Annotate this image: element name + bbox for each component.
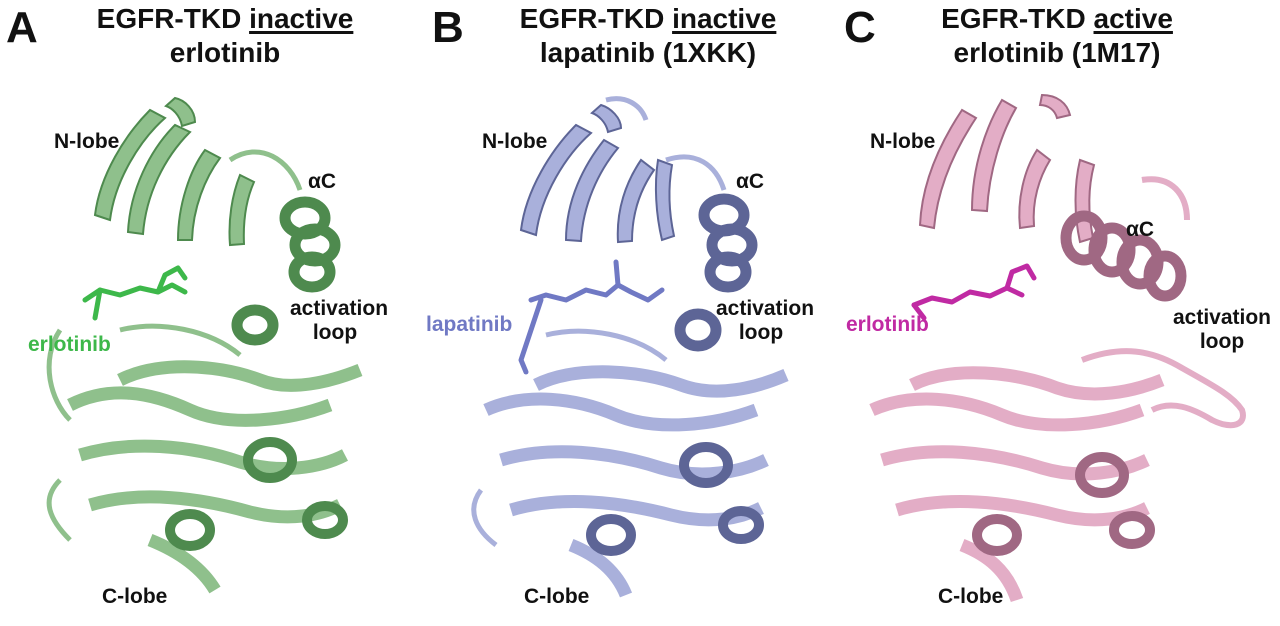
panel-a: A EGFR-TKD inactive erlotinib N-lobe αC … (0, 0, 426, 626)
ligand-a (82, 265, 188, 321)
activation-loop-c (1080, 176, 1246, 429)
c-lobe-label: C-lobe (524, 585, 590, 608)
protein-structure-a (46, 96, 363, 594)
c-lobe-coils-c (972, 452, 1155, 556)
activation-label-line1: activation (716, 297, 815, 320)
panel-letter: B (432, 3, 464, 52)
activation-loop-label: activation loop (290, 297, 388, 345)
loops-b (471, 96, 727, 547)
activation-label-line1: activation (1172, 306, 1272, 329)
activation-loop-label: activation loop (1172, 306, 1272, 354)
ligand-c (911, 263, 1037, 321)
title-prefix: EGFR-TKD (941, 3, 1094, 34)
title-state: active (1093, 3, 1173, 34)
protein-structure-b (471, 96, 789, 598)
n-lobe-label: N-lobe (870, 130, 936, 153)
ligand-label: lapatinib (426, 313, 513, 336)
title-line2: erlotinib (169, 37, 281, 68)
title-line2: lapatinib (1XKK) (539, 37, 757, 68)
title-state: inactive (672, 3, 777, 34)
activation-loop-label: activation loop (716, 297, 814, 345)
n-lobe-label: N-lobe (54, 130, 120, 153)
panel-title: EGFR-TKD inactive erlotinib (60, 2, 390, 70)
panel-c: C EGFR-TKD active erlotinib (1M17) N-lob… (844, 0, 1278, 626)
ligand-b (518, 259, 665, 375)
c-lobe-helices-b (483, 365, 789, 598)
alpha-c-label: αC (736, 170, 765, 193)
title-prefix: EGFR-TKD (96, 3, 250, 34)
n-lobe-label: N-lobe (482, 130, 548, 153)
c-lobe-helices-c (869, 366, 1165, 603)
c-lobe-helices-a (67, 360, 363, 594)
alpha-c-label: αC (308, 170, 337, 193)
activation-label-line2: loop (738, 321, 784, 344)
alpha-c-helix-b (674, 193, 758, 352)
panel-title: EGFR-TKD active erlotinib (1M17) (892, 2, 1222, 70)
protein-structure-c (869, 93, 1246, 603)
alpha-c-label: αC (1126, 218, 1155, 241)
activation-label-line2: loop (312, 321, 358, 344)
loops-a (46, 149, 303, 542)
alpha-c-helix-a (231, 196, 341, 346)
n-lobe-sheet-a (93, 96, 256, 247)
panel-b: B EGFR-TKD inactive lapatinib (1XKK) N-l… (426, 0, 852, 626)
alpha-c-helix-c (1060, 210, 1187, 302)
panel-letter: C (844, 3, 876, 52)
c-lobe-coils-a (165, 437, 348, 551)
title-state: inactive (249, 3, 354, 34)
activation-label-line1: activation (290, 297, 389, 320)
n-lobe-sheet-b (519, 103, 676, 244)
ligand-label: erlotinib (846, 313, 929, 336)
ligand-label: erlotinib (28, 333, 111, 356)
c-lobe-coils-b (586, 442, 764, 556)
activation-label-line2: loop (1199, 330, 1245, 353)
title-prefix: EGFR-TKD (519, 3, 673, 34)
panel-title: EGFR-TKD inactive lapatinib (1XKK) (478, 2, 818, 70)
panel-letter: A (6, 3, 38, 52)
c-lobe-label: C-lobe (938, 585, 1004, 608)
title-line2: erlotinib (1M17) (953, 37, 1161, 68)
c-lobe-label: C-lobe (102, 585, 168, 608)
